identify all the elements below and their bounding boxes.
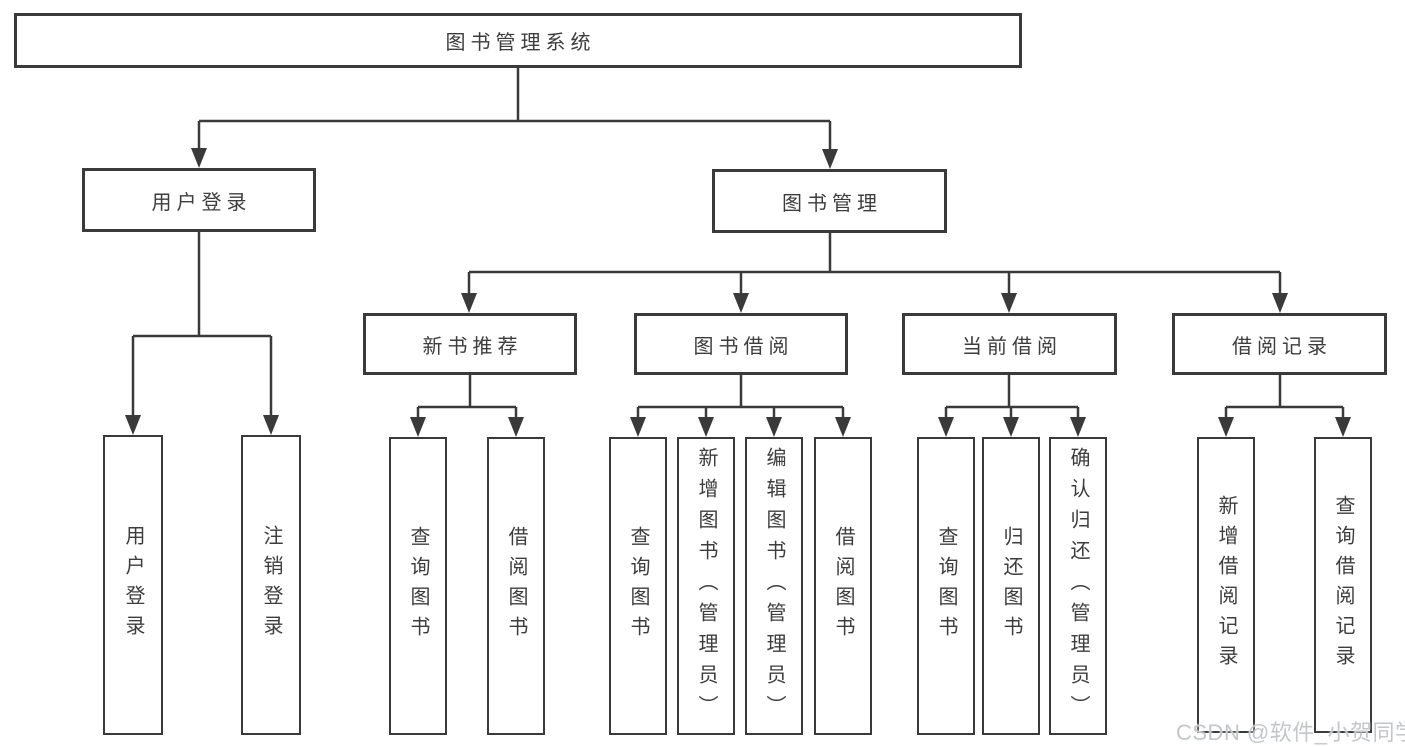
leaf-label: 查询图书 [407,526,429,646]
node-borrowing-records: 借阅记录 [1172,313,1387,375]
leaf-borrow-books-recommend: 借阅图书 [487,437,545,735]
connector-root-to-level2 [191,68,838,169]
leaf-edit-books-admin: 编辑图书（管理员） [745,437,803,735]
node-new-book-recommend: 新书推荐 [363,313,577,375]
leaf-borrow-books: 借阅图书 [814,437,872,735]
leaf-label: 注销登录 [260,525,282,645]
leaf-query-books-current: 查询图书 [917,437,975,735]
leaf-label: 新增借阅记录 [1215,495,1237,675]
leaf-query-books-borrowing: 查询图书 [609,437,667,735]
leaf-add-borrow-record: 新增借阅记录 [1197,437,1255,733]
connector-book-management-to-level3 [461,233,1288,313]
leaf-label: 查询图书 [935,526,957,646]
leaf-label: 确认归还（管理员） [1067,446,1089,726]
connector-borrowing-records-to-leaves [1218,375,1351,437]
connector-current-borrowing-to-leaves [938,375,1086,437]
node-root-system: 图书管理系统 [14,13,1022,68]
leaf-user-login: 用户登录 [103,435,163,735]
connector-user-login-to-leaves [125,232,279,435]
connector-new-book-recommend-to-leaves [410,375,524,437]
leaf-label: 查询图书 [627,526,649,646]
leaf-label: 借阅图书 [505,526,527,646]
leaf-label: 新增图书（管理员） [695,446,717,726]
leaf-label: 编辑图书（管理员） [763,446,785,726]
leaf-add-books-admin: 新增图书（管理员） [677,437,735,735]
leaf-confirm-return-admin: 确认归还（管理员） [1049,437,1107,735]
leaf-logout-login: 注销登录 [241,435,301,735]
csdn-watermark: CSDN @软件_小贺同学 [1176,720,1405,745]
connector-book-borrowing-to-leaves [630,375,851,437]
leaf-return-books: 归还图书 [982,437,1040,735]
node-book-management: 图书管理 [712,169,947,233]
node-book-borrowing: 图书借阅 [634,313,848,375]
leaf-label: 归还图书 [1000,526,1022,646]
node-user-login: 用户登录 [82,168,316,232]
leaf-label: 借阅图书 [832,526,854,646]
leaf-label: 用户登录 [122,525,144,645]
node-current-borrowing: 当前借阅 [902,313,1117,375]
leaf-query-books-recommend: 查询图书 [389,437,447,735]
leaf-label: 查询借阅记录 [1332,495,1354,675]
leaf-query-borrow-record: 查询借阅记录 [1314,437,1372,733]
